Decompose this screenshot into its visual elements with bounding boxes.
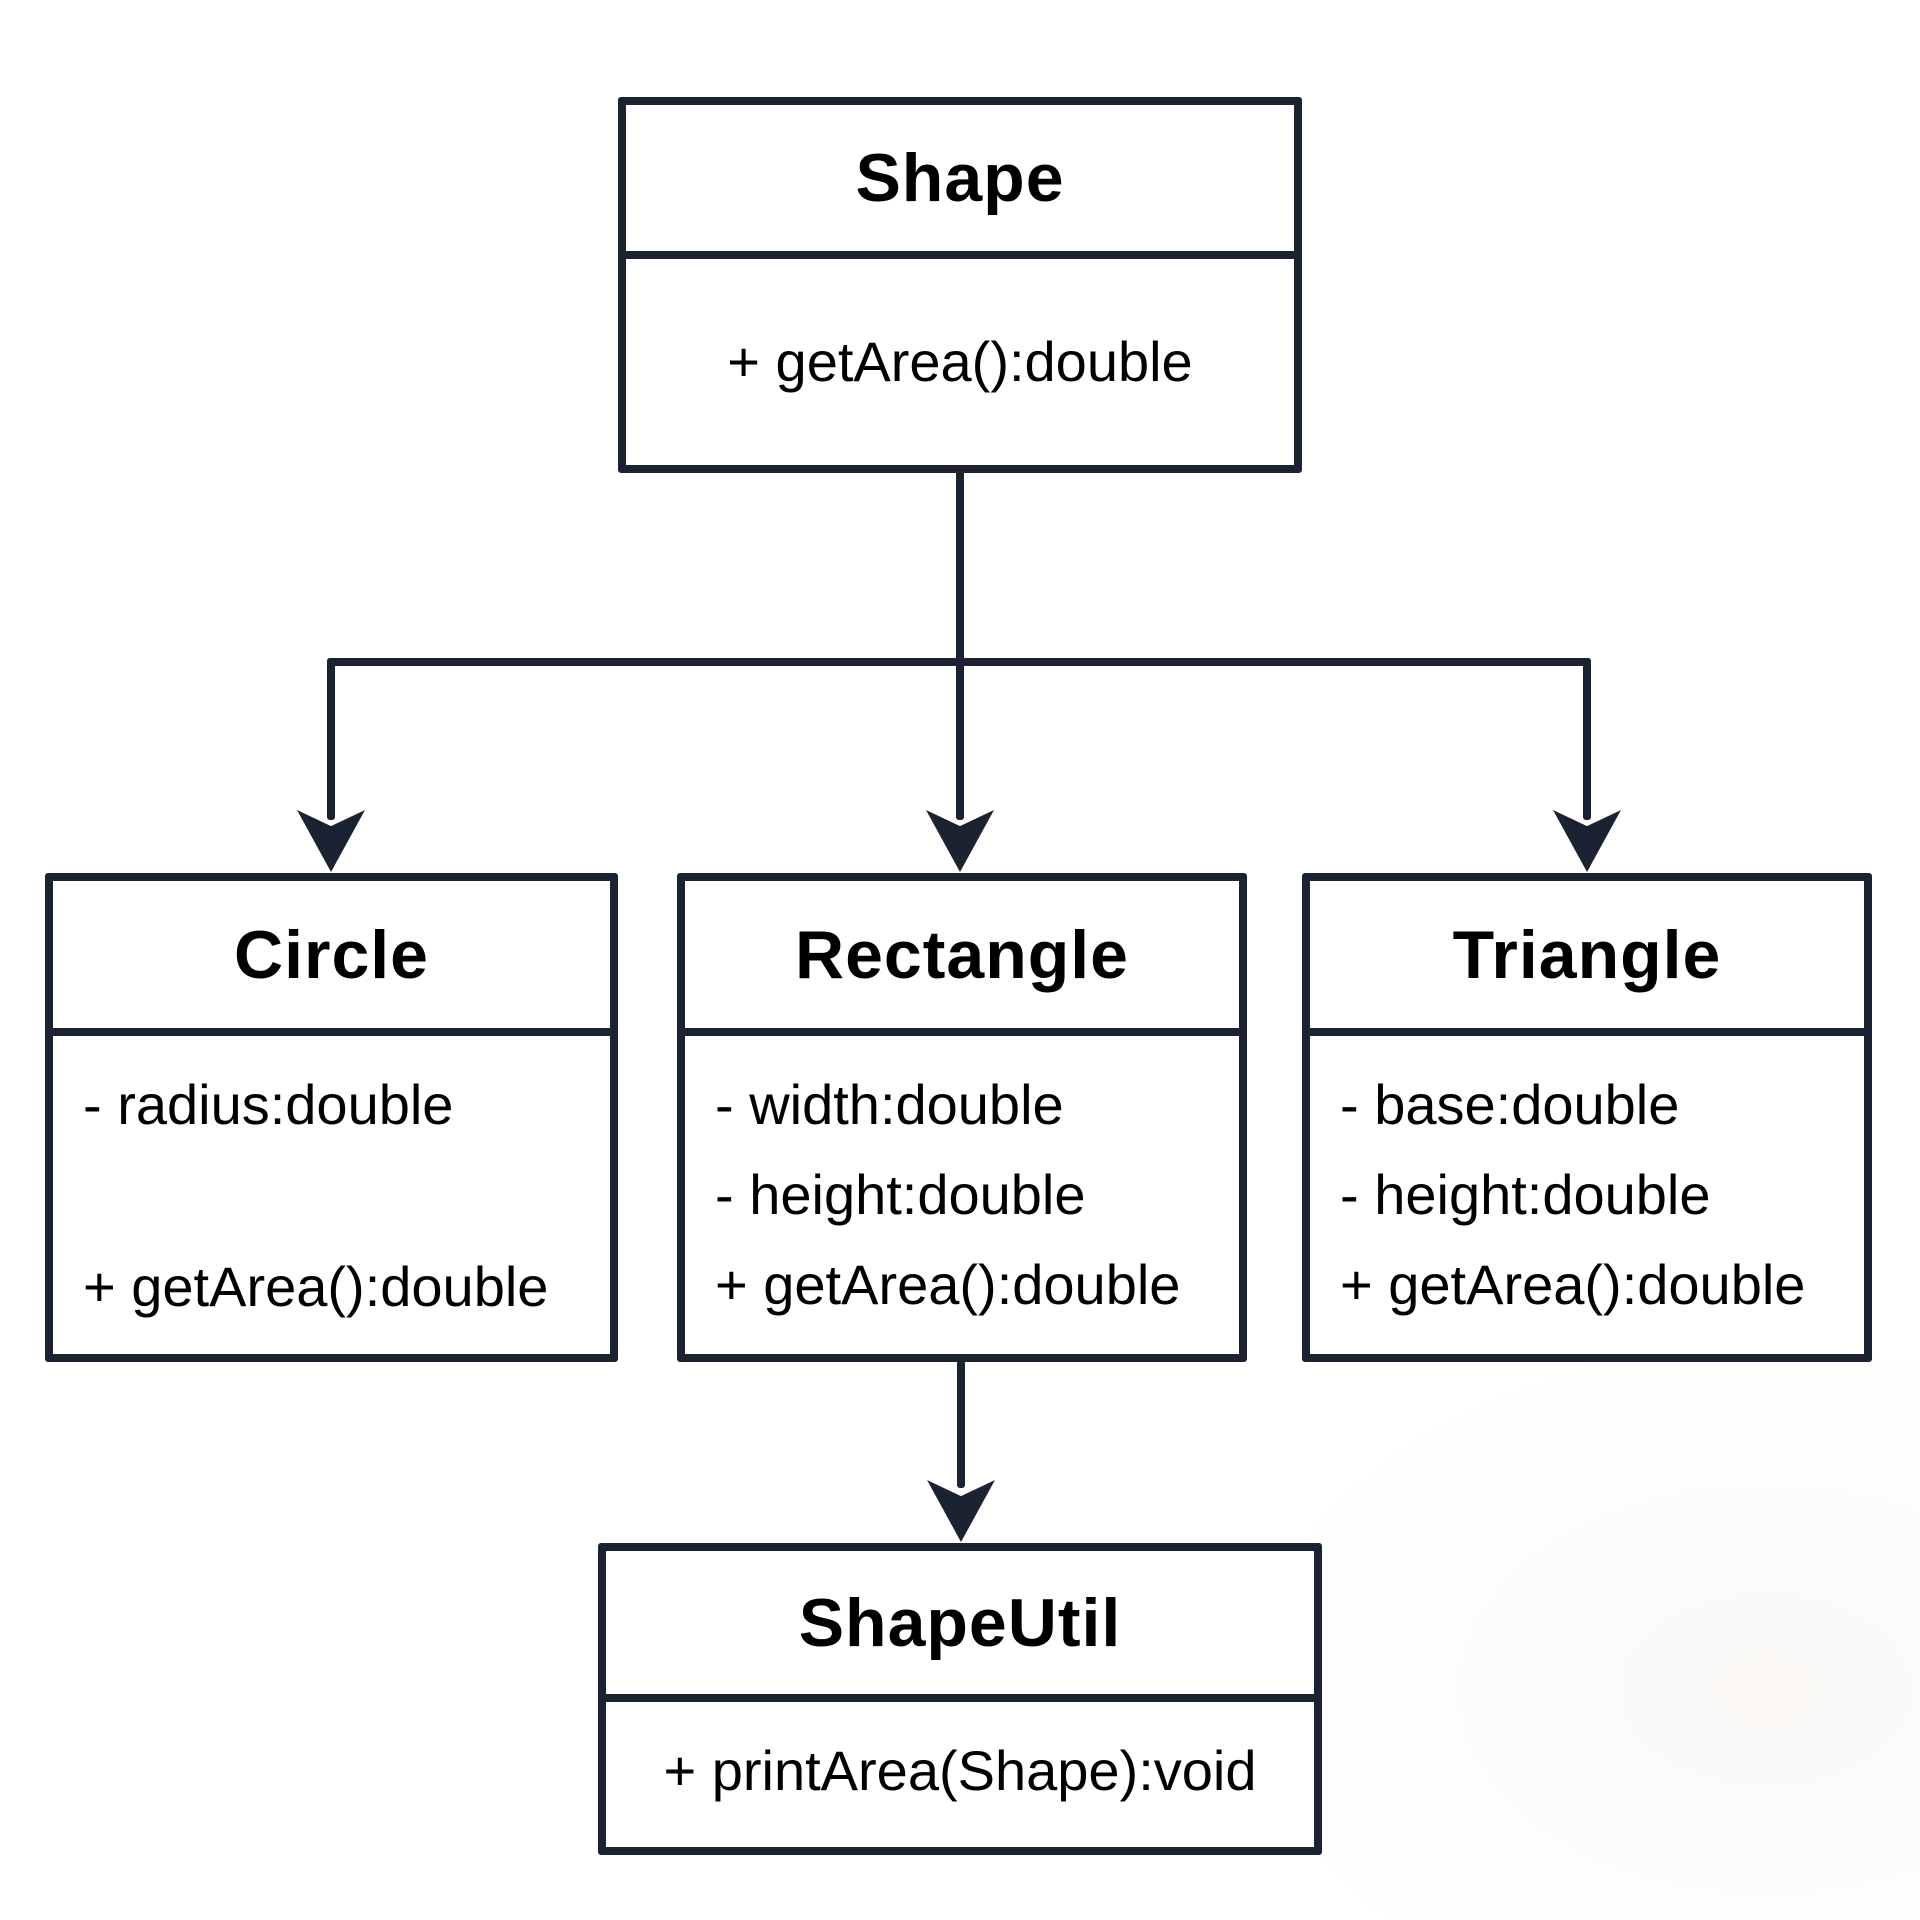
class-title-shapeutil: ShapeUtil — [606, 1551, 1314, 1702]
class-members-shape: + getArea():double — [626, 259, 1294, 465]
class-box-rectangle: Rectangle - width:double - height:double… — [677, 873, 1247, 1362]
class-members-circle: - radius:double + getArea():double — [53, 1036, 610, 1332]
class-name-label: Triangle — [1452, 916, 1722, 993]
attribute-label: - radius:double — [83, 1073, 454, 1136]
method-label: + getArea():double — [715, 1253, 1181, 1316]
connector-horizontal-junction — [327, 658, 1591, 666]
class-members-triangle: - base:double - height:double + getArea(… — [1310, 1036, 1864, 1330]
class-members-shapeutil: + printArea(Shape):void — [606, 1702, 1314, 1839]
class-title-circle: Circle — [53, 881, 610, 1036]
class-box-triangle: Triangle - base:double - height:double +… — [1302, 873, 1872, 1362]
class-name-label: Circle — [234, 916, 429, 993]
class-name-label: ShapeUtil — [798, 1584, 1122, 1661]
attribute-label: - width:double — [715, 1073, 1064, 1136]
class-members-rectangle: - width:double - height:double + getArea… — [685, 1036, 1239, 1330]
class-box-circle: Circle - radius:double + getArea():doubl… — [45, 873, 618, 1362]
method-label: + getArea():double — [1340, 1253, 1806, 1316]
class-title-shape: Shape — [626, 105, 1294, 259]
connector-circle-drop — [327, 658, 335, 820]
class-title-triangle: Triangle — [1310, 881, 1864, 1036]
method-label: + getArea():double — [83, 1255, 549, 1318]
connector-shapeutil-drop — [957, 1360, 965, 1488]
class-name-label: Rectangle — [795, 916, 1129, 993]
attribute-label: - height:double — [715, 1163, 1086, 1226]
class-title-rectangle: Rectangle — [685, 881, 1239, 1036]
class-name-label: Shape — [855, 140, 1065, 216]
class-box-shape: Shape + getArea():double — [618, 97, 1302, 473]
connector-triangle-drop — [1583, 658, 1591, 820]
attribute-label: - base:double — [1340, 1073, 1680, 1136]
method-label: + printArea(Shape):void — [663, 1738, 1257, 1802]
attribute-label: - height:double — [1340, 1163, 1711, 1226]
arrowhead-into-shapeutil-icon — [927, 1480, 995, 1542]
class-box-shapeutil: ShapeUtil + printArea(Shape):void — [598, 1543, 1322, 1855]
connector-shape-trunk-and-rectangle-drop — [956, 470, 964, 820]
method-label: + getArea():double — [727, 330, 1193, 393]
